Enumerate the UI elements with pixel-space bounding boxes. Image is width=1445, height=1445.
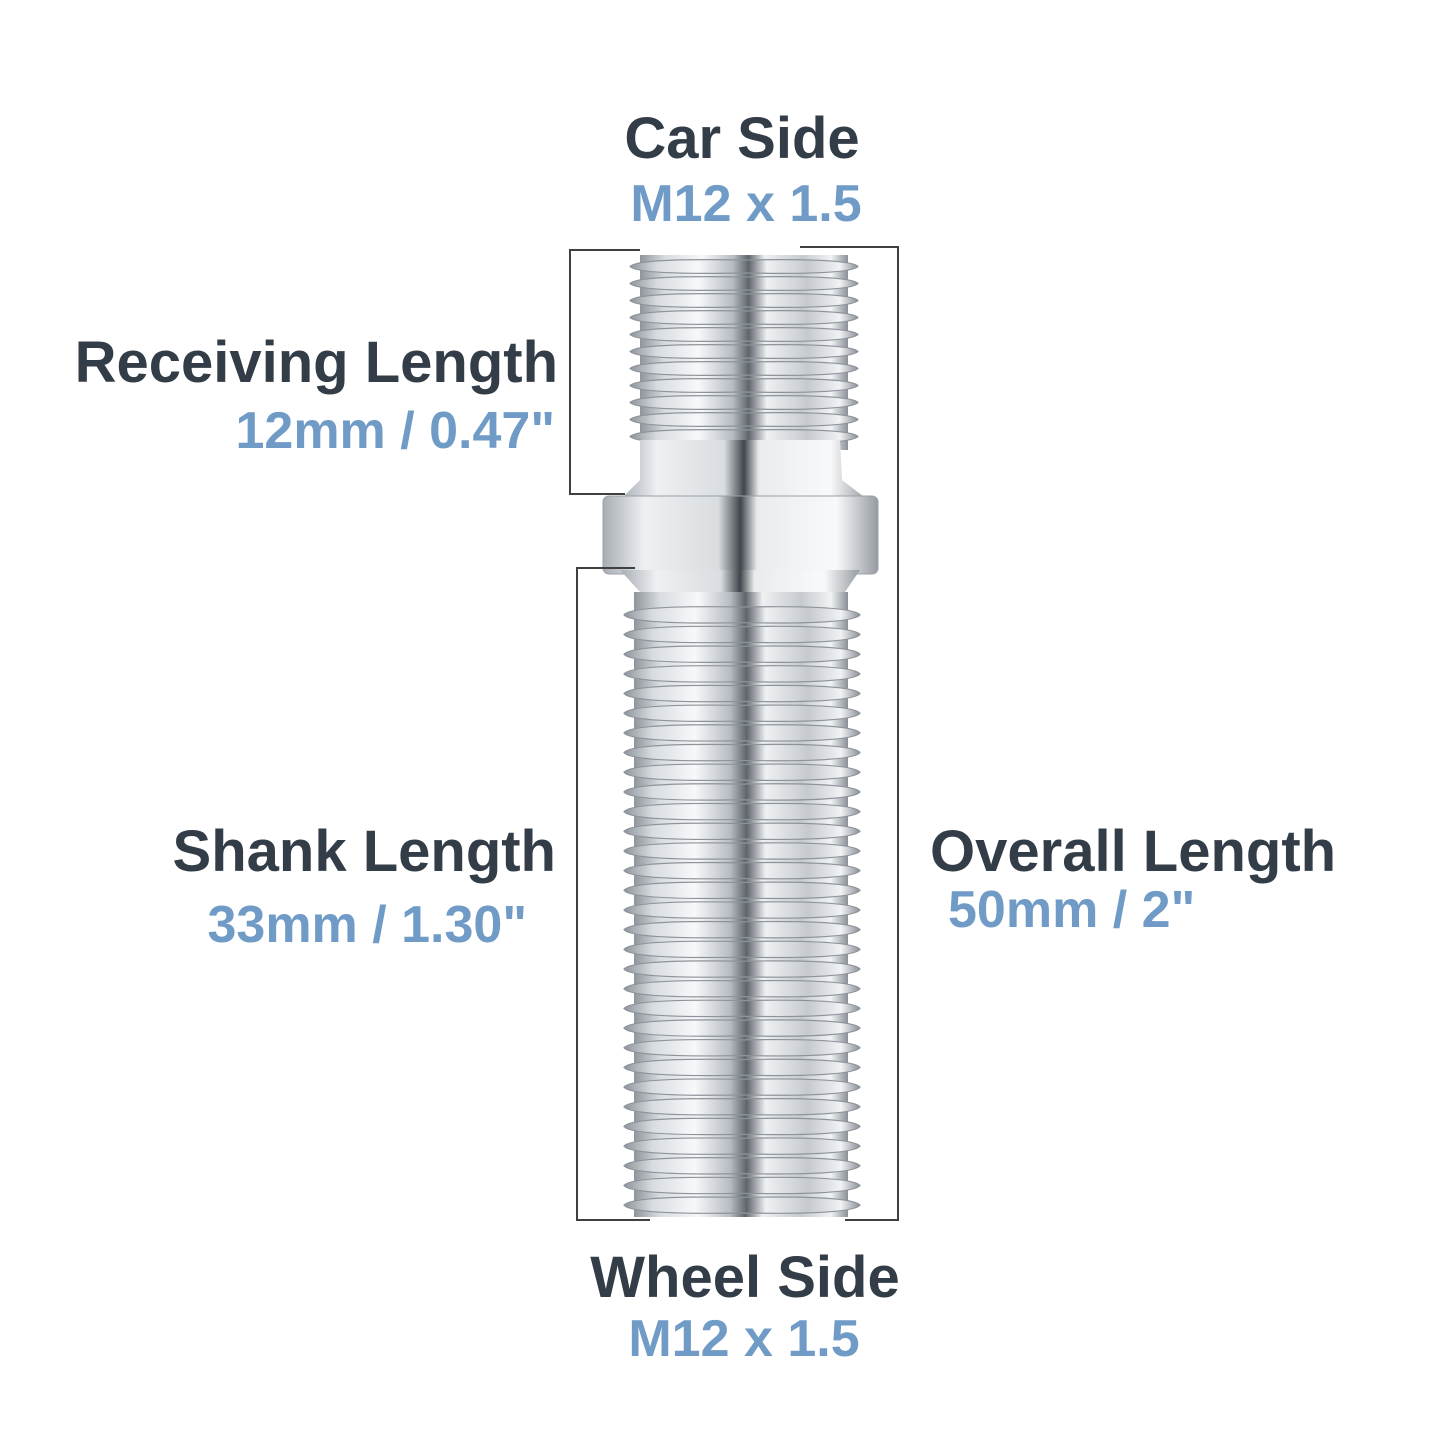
upper-thread-ridge xyxy=(629,259,859,274)
lower-thread-ridge xyxy=(623,1098,861,1116)
upper-thread-ridge xyxy=(629,344,859,359)
upper-thread-ridge xyxy=(629,378,859,393)
overall-length-value: 50mm / 2" xyxy=(948,881,1196,939)
lower-thread-ridge xyxy=(623,1196,861,1214)
lower-thread-ridge xyxy=(623,1038,861,1057)
upper-neck xyxy=(620,440,868,500)
lower-thread-ridge xyxy=(623,763,861,782)
upper-thread-section xyxy=(629,255,859,450)
car-side-title: Car Side xyxy=(624,106,860,171)
lower-thread-ridge xyxy=(623,861,861,880)
lower-thread-ridge xyxy=(623,665,861,683)
lower-thread-ridge xyxy=(623,842,861,860)
lower-thread-ridge xyxy=(623,645,861,663)
upper-thread-ridge xyxy=(629,327,859,342)
upper-thread-ridge xyxy=(629,412,859,427)
overall-length-title: Overall Length xyxy=(930,819,1337,884)
lower-thread-ridge xyxy=(623,684,861,703)
lower-thread-ridge xyxy=(623,783,861,801)
upper-thread-ridge xyxy=(629,293,859,308)
upper-thread-ridge xyxy=(629,395,859,410)
lower-thread-ridge xyxy=(623,979,861,998)
upper-thread-ridge xyxy=(629,310,859,325)
lower-thread-ridge xyxy=(623,704,861,723)
car-side-value: M12 x 1.5 xyxy=(630,175,862,233)
collar-flange xyxy=(602,495,879,575)
lower-thread-section xyxy=(623,592,861,1217)
lower-thread-ridge xyxy=(623,1058,861,1077)
lower-thread-ridge xyxy=(623,625,861,644)
receiving-length-bracket xyxy=(569,249,640,495)
lower-thread-ridge xyxy=(623,1078,861,1096)
wheel-side-title: Wheel Side xyxy=(590,1245,900,1310)
upper-thread-ridge xyxy=(629,361,859,376)
wheel-side-value: M12 x 1.5 xyxy=(628,1310,860,1368)
lower-thread-ridge xyxy=(623,1117,861,1136)
lower-thread-ridge xyxy=(623,901,861,919)
lower-thread-ridge xyxy=(623,920,861,939)
shank-length-title: Shank Length xyxy=(172,819,556,884)
lower-thread-ridge xyxy=(623,940,861,959)
lower-thread-ridge xyxy=(623,1157,861,1175)
shank-length-bracket xyxy=(576,567,650,1221)
lower-thread-ridge xyxy=(623,606,861,624)
lower-thread-ridge xyxy=(623,1019,861,1037)
lower-thread-ridge xyxy=(623,822,861,841)
lower-thread-ridge xyxy=(623,960,861,978)
upper-thread-ridge xyxy=(629,276,859,291)
overall-length-bracket-top xyxy=(800,246,899,1221)
lower-thread-ridge xyxy=(623,881,861,900)
dimension-brackets xyxy=(569,246,899,1221)
receiving-length-title: Receiving Length xyxy=(74,330,558,395)
lower-thread-ridge xyxy=(623,1176,861,1195)
shank-length-value: 33mm / 1.30" xyxy=(207,896,527,954)
lower-thread-ridge xyxy=(623,1137,861,1155)
lower-thread-ridge xyxy=(623,743,861,762)
receiving-length-value: 12mm / 0.47" xyxy=(235,402,555,460)
lower-thread-ridge xyxy=(623,999,861,1018)
lower-thread-ridge xyxy=(623,724,861,742)
lower-neck xyxy=(620,570,860,592)
lower-thread-ridge xyxy=(623,802,861,821)
